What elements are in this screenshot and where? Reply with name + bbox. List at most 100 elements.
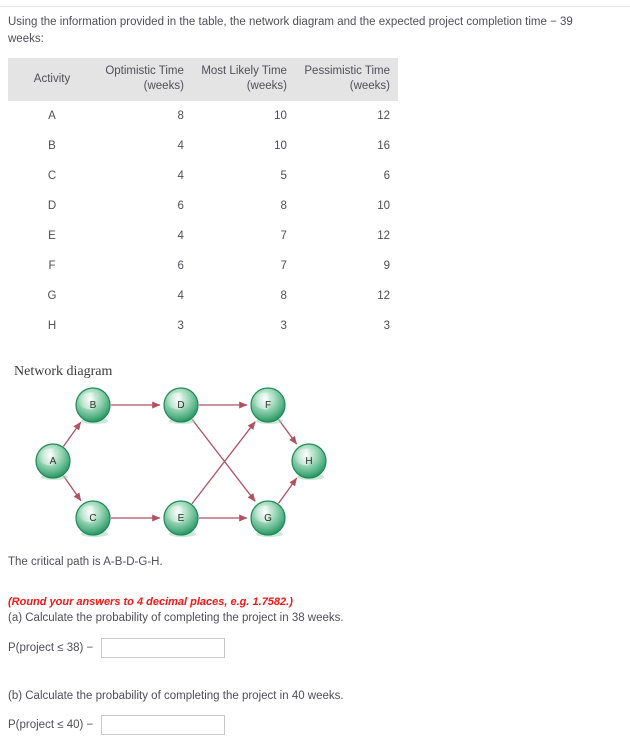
diagram-node-G: G <box>250 500 286 537</box>
table-header: Activity Optimistic Time (weeks) Most Li… <box>8 58 398 101</box>
node-label-B: B <box>90 400 97 411</box>
table-row: G 4 8 12 <box>8 281 398 311</box>
node-highlight <box>294 448 322 466</box>
node-label-D: D <box>177 400 184 411</box>
column-header-optimistic: Optimistic Time (weeks) <box>96 58 192 101</box>
column-header-most-likely: Most Likely Time (weeks) <box>191 58 295 101</box>
column-header-most-likely-title: Most Likely Time <box>201 65 287 77</box>
cell-activity: E <box>48 230 56 242</box>
cell-most-likely: 8 <box>280 290 287 302</box>
table-row: H 3 3 3 <box>8 311 398 341</box>
node-label-F: F <box>265 400 271 411</box>
column-header-pessimistic-unit: (weeks) <box>349 80 390 92</box>
question-b-answer-label: P(project ≤ 40) − <box>8 719 94 731</box>
cell-activity: G <box>47 290 57 302</box>
cell-activity: A <box>48 110 56 122</box>
diagram-node-H: H <box>291 443 327 480</box>
cell-activity: C <box>47 170 57 182</box>
table-row: B 4 10 16 <box>8 131 398 161</box>
table-row: A 8 10 12 <box>8 101 398 131</box>
question-a-prompt: (a) Calculate the probability of complet… <box>8 612 344 624</box>
cell-most-likely: 10 <box>274 110 287 122</box>
cell-optimistic: 3 <box>177 320 184 332</box>
cell-pessimistic: 9 <box>383 260 390 272</box>
column-header-pessimistic-title: Pessimistic Time <box>304 65 390 77</box>
cell-optimistic: 4 <box>177 290 184 302</box>
table-row: C 4 5 6 <box>8 161 398 191</box>
table-row: E 4 7 12 <box>8 221 398 251</box>
question-a-answer-input[interactable] <box>101 638 226 658</box>
cell-optimistic: 6 <box>177 200 184 212</box>
node-highlight <box>78 392 106 410</box>
network-diagram: A B C D E F G H <box>0 380 400 550</box>
node-label-C: C <box>89 513 96 524</box>
cell-most-likely: 7 <box>280 230 287 242</box>
node-highlight <box>166 392 194 410</box>
cell-pessimistic: 12 <box>377 110 390 122</box>
column-header-most-likely-unit: (weeks) <box>246 80 287 92</box>
diagram-node-D: D <box>163 387 199 424</box>
question-b-prompt: (b) Calculate the probability of complet… <box>8 690 344 702</box>
cell-activity: F <box>48 260 56 272</box>
cell-optimistic: 8 <box>177 110 184 122</box>
column-header-optimistic-unit: (weeks) <box>143 80 184 92</box>
cell-pessimistic: 12 <box>377 230 390 242</box>
diagram-node-F: F <box>250 387 286 424</box>
column-header-activity: Activity <box>8 58 96 101</box>
critical-path-text: The critical path is A-B-D-G-H. <box>8 556 163 568</box>
cell-most-likely: 10 <box>274 140 287 152</box>
cell-most-likely: 8 <box>280 200 287 212</box>
network-diagram-svg: A B C D E F G H <box>35 387 327 537</box>
table-row: F 6 7 9 <box>8 251 398 281</box>
column-header-optimistic-title: Optimistic Time <box>105 65 184 77</box>
diagram-node-E: E <box>163 500 199 537</box>
cell-pessimistic: 6 <box>383 170 390 182</box>
node-label-A: A <box>50 456 57 467</box>
activity-table: Activity Optimistic Time (weeks) Most Li… <box>8 58 398 341</box>
cell-activity: D <box>47 200 57 212</box>
question-b-answer-row: P(project ≤ 40) − <box>8 715 226 735</box>
node-highlight <box>253 392 281 410</box>
cell-activity: B <box>48 140 56 152</box>
cell-optimistic: 6 <box>177 260 184 272</box>
cell-optimistic: 4 <box>177 140 184 152</box>
node-label-H: H <box>305 456 312 467</box>
node-layer: A B C D E F G H <box>35 387 327 537</box>
cell-most-likely: 5 <box>280 170 287 182</box>
cell-optimistic: 4 <box>177 170 184 182</box>
cell-most-likely: 3 <box>280 320 287 332</box>
diagram-edge-A-C <box>62 475 82 502</box>
node-highlight <box>78 505 106 523</box>
rounding-instruction: (Round your answers to 4 decimal places,… <box>8 596 293 608</box>
node-highlight <box>166 505 194 523</box>
intro-text: Using the information provided in the ta… <box>8 16 573 45</box>
cell-pessimistic: 3 <box>383 320 390 332</box>
diagram-node-A: A <box>35 443 71 480</box>
node-highlight <box>38 448 66 466</box>
cell-pessimistic: 12 <box>377 290 390 302</box>
table-header-row: Activity Optimistic Time (weeks) Most Li… <box>8 58 398 101</box>
diagram-edge-A-B <box>62 421 82 447</box>
node-label-G: G <box>264 513 272 524</box>
diagram-edge-D-G <box>191 418 256 502</box>
column-header-pessimistic: Pessimistic Time (weeks) <box>294 58 398 101</box>
network-diagram-title: Network diagram <box>14 364 113 379</box>
table-row: D 6 8 10 <box>8 191 398 221</box>
cell-pessimistic: 16 <box>377 140 390 152</box>
diagram-node-B: B <box>75 387 111 424</box>
top-divider <box>0 6 630 7</box>
cell-pessimistic: 10 <box>377 200 390 212</box>
diagram-edge-F-H <box>278 419 298 445</box>
question-a-answer-row: P(project ≤ 38) − <box>8 638 226 658</box>
node-label-E: E <box>178 513 185 524</box>
question-b-answer-input[interactable] <box>101 715 226 735</box>
cell-most-likely: 7 <box>280 260 287 272</box>
cell-activity: H <box>47 320 57 332</box>
edge-layer <box>62 401 298 522</box>
diagram-edge-G-H <box>277 477 298 504</box>
diagram-node-C: C <box>75 500 111 537</box>
cell-optimistic: 4 <box>177 230 184 242</box>
question-a-answer-label: P(project ≤ 38) − <box>8 642 94 654</box>
diagram-edge-E-F <box>191 421 256 505</box>
